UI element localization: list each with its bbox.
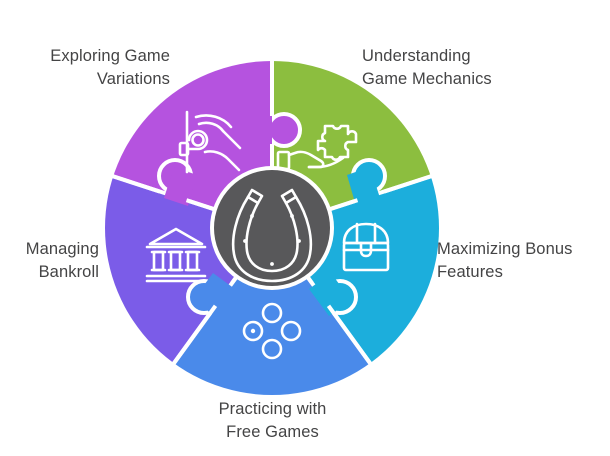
label-practicing-with-free-games: Practicing with Free Games <box>218 400 327 442</box>
label-understanding-game-mechanics: Understanding Game Mechanics <box>362 47 492 89</box>
segment-practicing-with-free-games[interactable] <box>170 228 374 402</box>
label-exploring-game-variations: Exploring Game Variations <box>50 47 170 89</box>
horseshoe-icon <box>231 188 313 283</box>
label-managing-bankroll: Managing Bankroll <box>25 240 99 282</box>
spoke-divider-upper-left <box>102 158 273 230</box>
bank-building-icon <box>145 227 207 283</box>
treasure-chest-icon <box>342 222 390 272</box>
label-maximizing-bonus-features: Maximizing Bonus Features <box>437 240 573 282</box>
center-hub[interactable] <box>210 166 334 290</box>
slot-machine-lever-icon <box>178 110 242 174</box>
dice-dots-icon <box>242 302 302 360</box>
hand-holding-puzzle-piece-icon <box>276 124 358 171</box>
